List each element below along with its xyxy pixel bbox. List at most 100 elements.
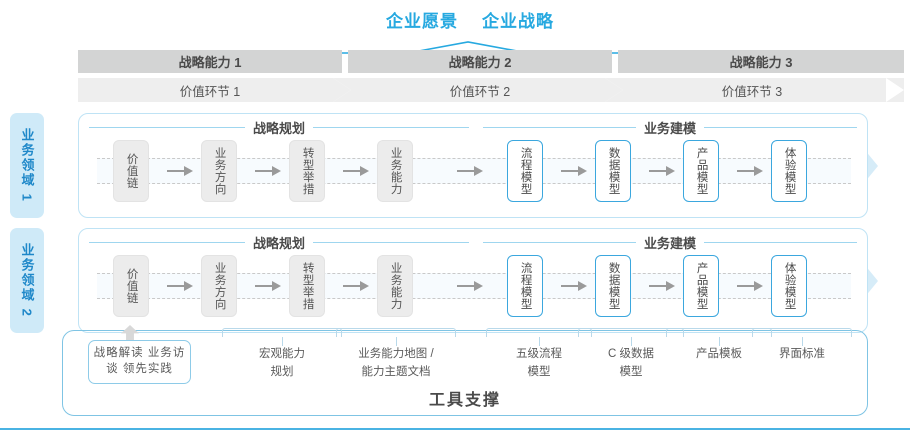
node-process-model-2[interactable]: 流程模型 bbox=[507, 255, 543, 317]
bracket-stem-product-template bbox=[719, 337, 721, 346]
arrow-2-6 bbox=[649, 281, 675, 291]
capability-label-2: 战略能力 2 bbox=[448, 55, 512, 70]
node-product-model-2[interactable]: 产品模型 bbox=[683, 255, 719, 317]
arrow-2-5 bbox=[561, 281, 587, 291]
bracket-stem-macro-capability bbox=[282, 337, 284, 346]
section-label-modeling-2: 业务建模 bbox=[644, 235, 697, 251]
row-container-1: 战略规划 业务建模 价值链 业务方向 转型举措 业务能力 流程模型 bbox=[78, 113, 868, 218]
node-data-model-1[interactable]: 数据模型 bbox=[595, 140, 631, 202]
section-rule-right-4 bbox=[704, 241, 858, 243]
node-label-process-model-2: 流程模型 bbox=[519, 262, 532, 310]
node-business-capability-2[interactable]: 业务能力 bbox=[377, 255, 413, 317]
node-product-model-1[interactable]: 产品模型 bbox=[683, 140, 719, 202]
node-label-business-capability-2: 业务能力 bbox=[389, 262, 402, 310]
row-container-2: 战略规划 业务建模 价值链 业务方向 转型举措 业务能力 流程模型 bbox=[78, 228, 868, 333]
node-label-value-chain-2: 价值链 bbox=[125, 268, 138, 304]
annotation-process-model: 五级流程 模型 bbox=[486, 344, 592, 380]
annotation-label-data-model: C 级数据 模型 bbox=[608, 348, 654, 379]
value-link-label-3: 价值环节 3 bbox=[721, 84, 783, 99]
arrow-2-2 bbox=[255, 281, 281, 291]
bracket-process-model bbox=[486, 328, 592, 337]
node-experience-model-2[interactable]: 体验模型 bbox=[771, 255, 807, 317]
node-label-business-direction-2: 业务方向 bbox=[213, 262, 226, 310]
arrow-2-3 bbox=[343, 281, 369, 291]
value-link-label-cell-2: 价值环节 2 bbox=[348, 78, 612, 102]
tool-support-container bbox=[62, 330, 868, 416]
node-label-transformation-2: 转型举措 bbox=[301, 262, 314, 310]
node-label-value-chain-1: 价值链 bbox=[125, 153, 138, 189]
section-rule-left-3 bbox=[89, 241, 245, 243]
node-label-business-capability-1: 业务能力 bbox=[389, 147, 402, 195]
bracket-data-model bbox=[578, 328, 684, 337]
node-label-product-model-2: 产品模型 bbox=[695, 262, 708, 310]
node-value-chain-1[interactable]: 价值链 bbox=[113, 140, 149, 202]
bracket-ui-standard bbox=[752, 328, 852, 337]
title-enterprise-vision: 企业愿景 bbox=[386, 11, 458, 31]
section-rule-left-1 bbox=[89, 126, 245, 128]
node-label-experience-model-1: 体验模型 bbox=[783, 147, 796, 195]
annotation-label-product-template: 产品模板 bbox=[696, 348, 742, 360]
section-head-modeling-1: 业务建模 bbox=[483, 118, 858, 136]
annotation-capability-map: 业务能力地图 / 能力主题文档 bbox=[336, 344, 456, 380]
callout-label: 战略解读 业务访谈 领先实践 bbox=[93, 347, 186, 375]
annotation-label-ui-standard: 界面标准 bbox=[779, 348, 825, 360]
section-head-planning-1: 战略规划 bbox=[89, 118, 470, 136]
callout-strategy-inputs[interactable]: 战略解读 业务访谈 领先实践 bbox=[88, 340, 191, 384]
value-link-label-cell-1: 价值环节 1 bbox=[78, 78, 342, 102]
node-label-product-model-1: 产品模型 bbox=[695, 147, 708, 195]
node-label-data-model-1: 数据模型 bbox=[607, 147, 620, 195]
domain-tab-label-2: 业务领域 2 bbox=[19, 243, 35, 318]
footer-title-label: 工具支撑 bbox=[428, 392, 501, 409]
node-value-chain-2[interactable]: 价值链 bbox=[113, 255, 149, 317]
value-link-bar bbox=[78, 78, 904, 102]
domain-tab-2[interactable]: 业务领域 2 bbox=[10, 228, 44, 333]
annotation-data-model: C 级数据 模型 bbox=[578, 344, 684, 380]
node-transformation-2[interactable]: 转型举措 bbox=[289, 255, 325, 317]
node-label-data-model-2: 数据模型 bbox=[607, 262, 620, 310]
section-rule-right-1 bbox=[313, 126, 470, 128]
node-experience-model-1[interactable]: 体验模型 bbox=[771, 140, 807, 202]
node-process-model-1[interactable]: 流程模型 bbox=[507, 140, 543, 202]
section-rule-right-2 bbox=[704, 126, 858, 128]
bracket-capability-map bbox=[336, 328, 456, 337]
capability-cell-3: 战略能力 3 bbox=[618, 50, 904, 73]
value-link-label-1: 价值环节 1 bbox=[179, 84, 241, 99]
arrow-2-7 bbox=[737, 281, 763, 291]
bracket-stem-ui-standard bbox=[802, 337, 804, 346]
arrow-1-5 bbox=[561, 166, 587, 176]
bracket-stem-process-model bbox=[539, 337, 541, 346]
section-rule-left-2 bbox=[483, 126, 636, 128]
section-label-planning-1: 战略规划 bbox=[253, 120, 306, 136]
section-head-modeling-2: 业务建模 bbox=[483, 233, 858, 251]
bracket-macro-capability bbox=[222, 328, 342, 337]
capability-header-row: 战略能力 1 战略能力 2 战略能力 3 bbox=[78, 50, 904, 73]
arrow-2-1 bbox=[167, 281, 193, 291]
capability-label-1: 战略能力 1 bbox=[178, 55, 242, 70]
annotation-macro-capability: 宏观能力 规划 bbox=[222, 344, 342, 380]
title-enterprise-strategy: 企业战略 bbox=[482, 11, 554, 31]
node-business-direction-1[interactable]: 业务方向 bbox=[201, 140, 237, 202]
node-business-direction-2[interactable]: 业务方向 bbox=[201, 255, 237, 317]
top-titles: 企业愿景 企业战略 bbox=[330, 6, 610, 32]
arrow-2-4 bbox=[457, 281, 483, 291]
value-link-label-2: 价值环节 2 bbox=[449, 84, 511, 99]
arrow-1-4 bbox=[457, 166, 483, 176]
arrow-1-1 bbox=[167, 166, 193, 176]
annotation-ui-standard: 界面标准 bbox=[752, 344, 852, 362]
arrow-1-3 bbox=[343, 166, 369, 176]
bracket-stem-capability-map bbox=[396, 337, 398, 346]
annotation-product-template: 产品模板 bbox=[666, 344, 772, 362]
capability-label-3: 战略能力 3 bbox=[729, 55, 793, 70]
section-rule-left-4 bbox=[483, 241, 636, 243]
node-label-experience-model-2: 体验模型 bbox=[783, 262, 796, 310]
section-rule-right-3 bbox=[313, 241, 470, 243]
node-transformation-1[interactable]: 转型举措 bbox=[289, 140, 325, 202]
arrow-1-7 bbox=[737, 166, 763, 176]
node-data-model-2[interactable]: 数据模型 bbox=[595, 255, 631, 317]
domain-tab-1[interactable]: 业务领域 1 bbox=[10, 113, 44, 218]
domain-tab-label-1: 业务领域 1 bbox=[19, 128, 35, 203]
node-label-transformation-1: 转型举措 bbox=[301, 147, 314, 195]
arrow-1-2 bbox=[255, 166, 281, 176]
node-business-capability-1[interactable]: 业务能力 bbox=[377, 140, 413, 202]
